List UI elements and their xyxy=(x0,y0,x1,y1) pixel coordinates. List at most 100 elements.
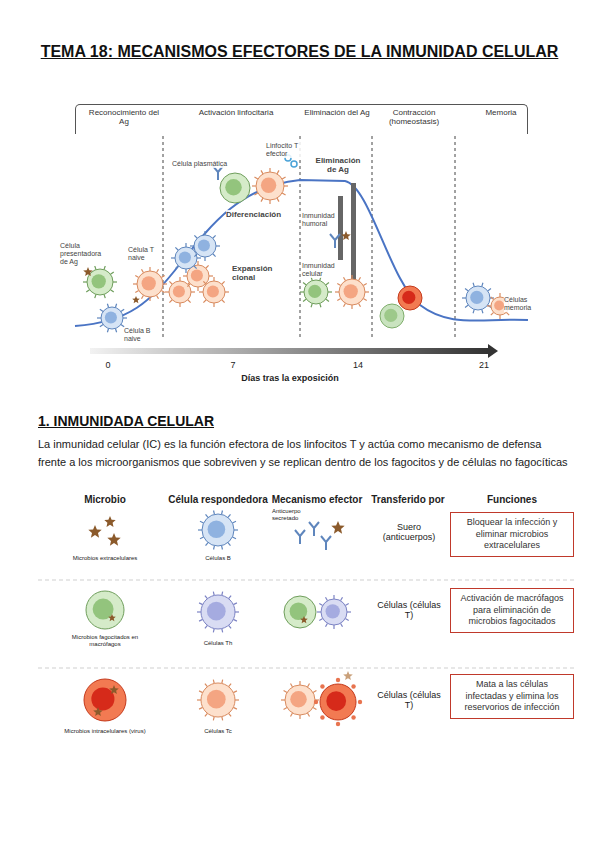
receptor xyxy=(335,291,339,292)
tc-cell xyxy=(285,685,315,715)
receptor xyxy=(222,300,225,303)
microbe xyxy=(93,707,103,716)
receptor xyxy=(225,291,229,292)
receptor xyxy=(282,193,285,195)
receptor xyxy=(341,597,343,600)
cell xyxy=(339,279,365,305)
receptor xyxy=(235,611,239,612)
receptor xyxy=(284,708,287,710)
cell xyxy=(304,280,328,304)
receptor xyxy=(206,514,208,517)
receptor xyxy=(221,717,223,721)
receptor xyxy=(333,595,334,599)
receptor xyxy=(261,170,263,173)
cell-fragment xyxy=(351,715,355,719)
receptor xyxy=(221,592,223,596)
cell-label: Linfocito T efector xyxy=(266,142,302,158)
nucleus xyxy=(191,269,203,281)
receptor xyxy=(303,299,306,301)
receptor xyxy=(491,297,494,300)
receptor xyxy=(107,328,108,332)
time-axis xyxy=(90,348,488,354)
nucleus xyxy=(105,311,117,323)
receptor xyxy=(313,691,316,693)
receptor xyxy=(209,275,213,276)
receptor xyxy=(197,611,201,612)
dying-cell xyxy=(380,304,404,328)
nucleus xyxy=(402,291,415,304)
nucleus xyxy=(207,690,226,709)
section-heading: 1. INMUNIDADA CELULAR xyxy=(38,413,358,429)
receptor xyxy=(213,277,214,281)
receptor xyxy=(269,200,270,204)
receptor xyxy=(254,193,257,195)
receptor xyxy=(100,309,103,311)
receptor xyxy=(199,603,203,605)
microbe xyxy=(107,533,120,546)
axis-title: Días tras la exposición xyxy=(190,373,390,383)
receptor xyxy=(345,619,348,621)
receptor xyxy=(142,295,144,298)
tick-label: 14 xyxy=(348,360,368,370)
receptor xyxy=(351,305,352,309)
nucleus xyxy=(173,285,185,297)
receptor xyxy=(123,317,127,318)
b-cell xyxy=(202,514,234,546)
receptor xyxy=(345,604,348,606)
tick-label: 7 xyxy=(223,360,243,370)
table-cell: Células Th xyxy=(190,640,246,647)
cell-label: Células memoria xyxy=(504,296,542,312)
phase-name: Activación linfocitaria xyxy=(191,109,281,118)
cell-fragment xyxy=(336,722,340,726)
receptor xyxy=(261,198,263,201)
receptor xyxy=(206,543,208,546)
receptor xyxy=(299,715,300,719)
tc-cell xyxy=(201,683,235,717)
receptor xyxy=(213,511,215,515)
phase-name: Eliminación del Ag xyxy=(304,109,370,118)
receptor xyxy=(97,317,101,318)
receptor xyxy=(171,257,175,258)
column-header: Microbio xyxy=(62,494,148,506)
receptor xyxy=(111,290,114,292)
receptor xyxy=(462,297,466,298)
nucleus xyxy=(207,602,226,621)
microbe xyxy=(343,671,353,680)
microbe xyxy=(83,267,93,276)
column-header: Transferido por xyxy=(366,494,450,506)
cell xyxy=(169,281,191,303)
receptor xyxy=(86,290,89,292)
nucleus xyxy=(326,691,346,711)
receptor xyxy=(233,707,237,709)
macrophage xyxy=(284,596,316,628)
receptor xyxy=(199,291,203,292)
receptor xyxy=(191,291,195,292)
receptor xyxy=(308,684,310,687)
receptor xyxy=(284,691,287,693)
column-header: Célula respondedora xyxy=(160,494,276,506)
receptor xyxy=(282,177,285,179)
receptor xyxy=(115,328,116,332)
receptor xyxy=(344,303,346,306)
receptor xyxy=(183,275,187,276)
receptor xyxy=(317,611,321,612)
table-cell: Microbios intracelulares (virus) xyxy=(58,728,152,735)
figure-label: Inmunidad celular xyxy=(302,262,336,278)
receptor xyxy=(199,691,203,693)
receptor xyxy=(107,304,108,308)
cell xyxy=(203,281,225,303)
phase-band: Reconocimiento del AgActivación linfocit… xyxy=(75,104,528,134)
cell-fragment xyxy=(351,684,355,688)
table-cell: Células Tc xyxy=(190,728,246,735)
receptor xyxy=(197,261,198,265)
macrophage xyxy=(86,591,124,629)
receptor xyxy=(169,281,172,284)
receptor xyxy=(319,604,322,606)
receptor xyxy=(213,235,216,238)
cell-label: Célula presentadora de Ag xyxy=(60,242,106,266)
dying-cell xyxy=(398,286,422,310)
receptor xyxy=(333,625,334,629)
receptor xyxy=(216,245,220,246)
receptor xyxy=(157,269,159,272)
receptor xyxy=(252,185,256,186)
